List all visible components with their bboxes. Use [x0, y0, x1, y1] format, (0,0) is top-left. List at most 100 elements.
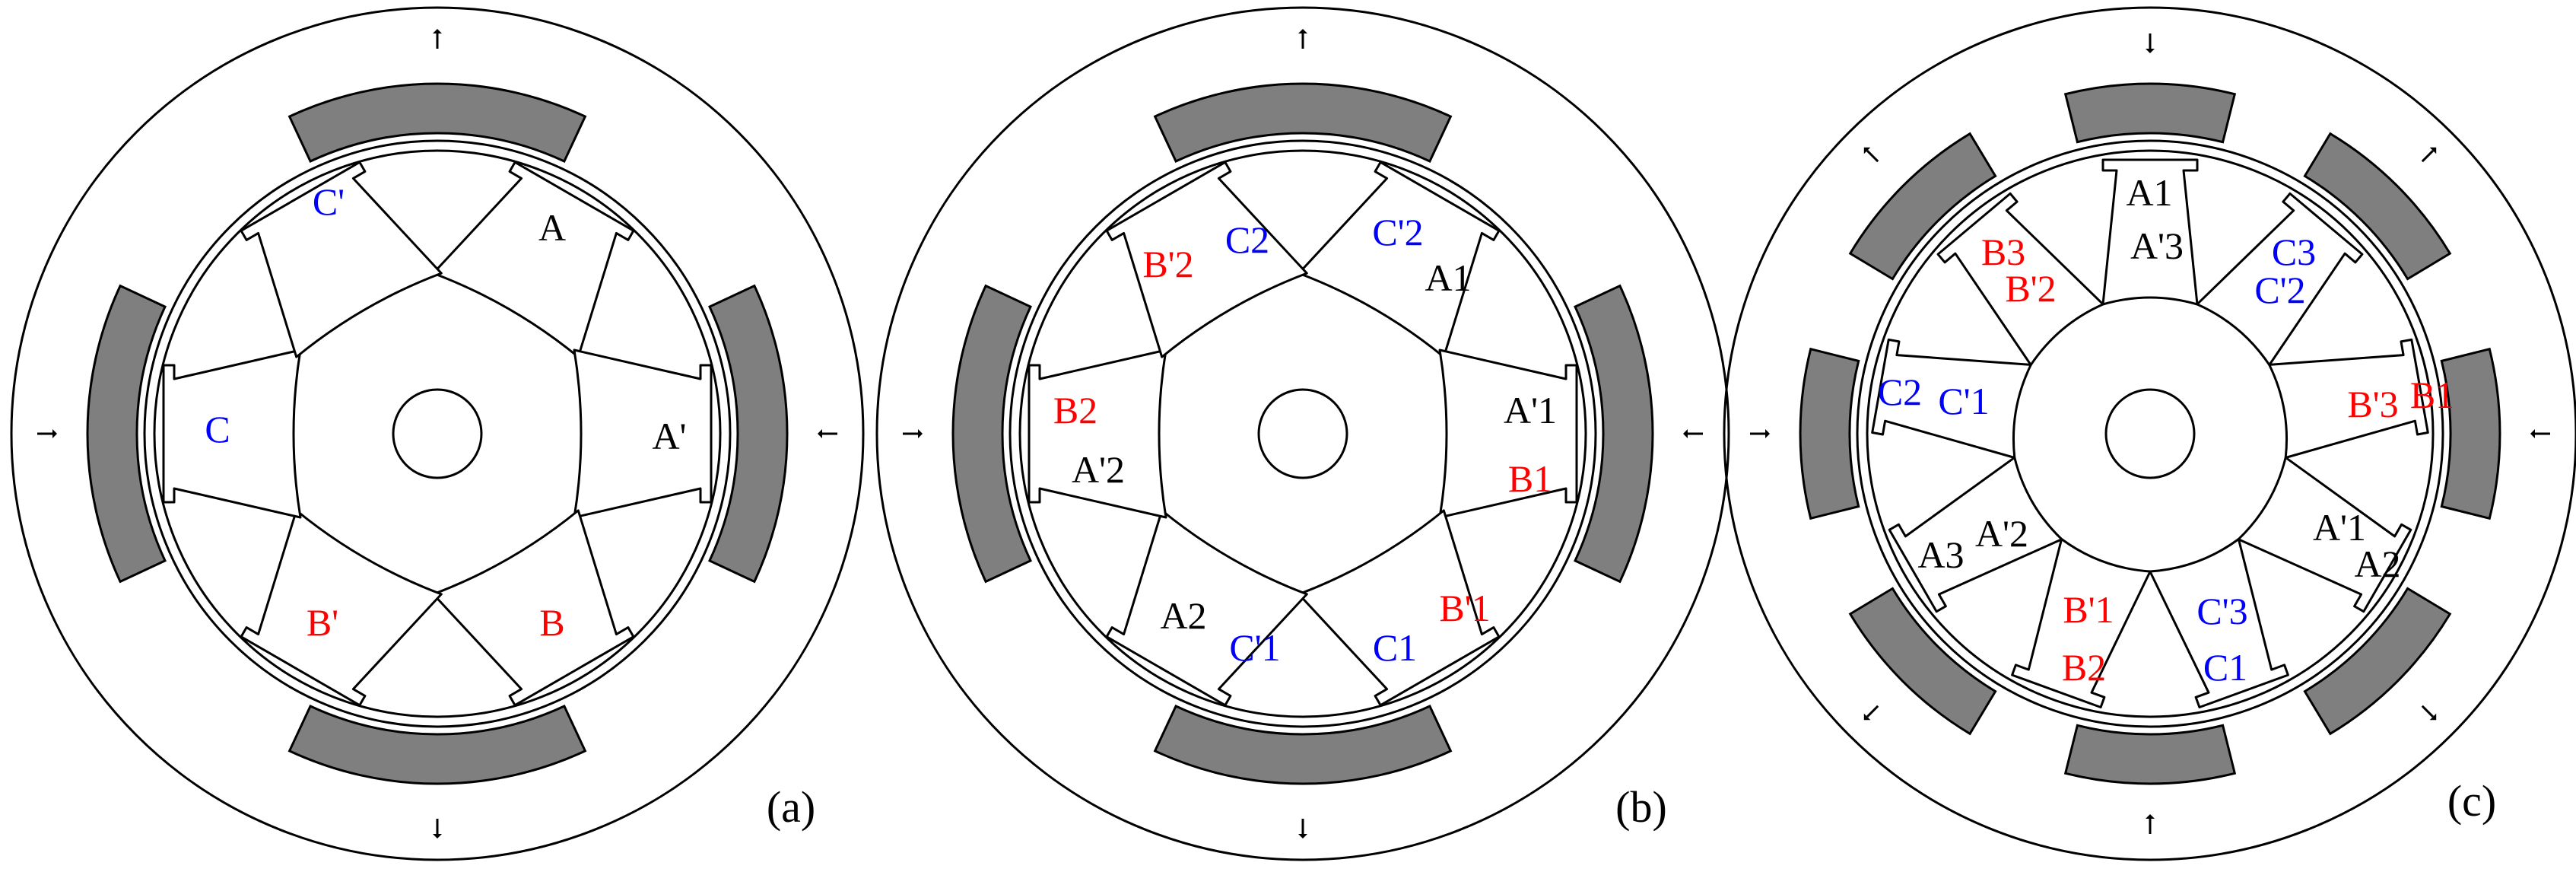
diagram-b-body: [875, 6, 1730, 861]
diagram-c-magnet-8: [1848, 132, 1997, 281]
diagram-b-label-6: C1: [1373, 626, 1417, 669]
diagram-b-label-3: A'1: [1504, 389, 1557, 431]
diagram-a-label-3: B: [539, 601, 564, 644]
diagram-b-label-8: C'1: [1229, 626, 1280, 669]
diagram-a-stator-tooth-4: [240, 509, 443, 707]
diagram-c-stator-tooth-1: [2101, 158, 2199, 306]
diagram-a-stator-tooth-3: [432, 509, 635, 707]
diagram-c-stator-tooth-7: [1888, 456, 2063, 613]
caption-b: (b): [1615, 782, 1667, 832]
diagram-c-label-2: A'3: [2130, 224, 2184, 267]
diagram-a-stator-tooth-5: [162, 348, 302, 519]
diagram-a-body: [10, 6, 865, 861]
diagram-a: A A' B B' C C' (a): [10, 6, 865, 861]
diagram-a-magnet-arrow-1: [433, 29, 442, 49]
diagram-b-airgap-outer: [1008, 139, 1597, 728]
diagram-c-label-12: B2: [2062, 646, 2106, 689]
diagram-b-magnet-4: [951, 284, 1032, 584]
diagram-c-stator-tooth-2: [2196, 192, 2364, 367]
diagram-c-label-11: B'1: [2063, 588, 2114, 631]
diagram-a-label-2: A': [652, 415, 686, 457]
diagram-c-label-9: C'3: [2196, 590, 2247, 632]
diagram-b-label-4: B1: [1508, 457, 1552, 500]
diagram-b-magnet-arrow-2: [1683, 429, 1703, 438]
diagram-c-stator-tooth-3: [2268, 338, 2429, 459]
diagram-c-magnet-arrow-5: [2146, 814, 2155, 834]
diagram-b-magnet-1: [1153, 82, 1453, 163]
diagram-a-label-6: C': [313, 180, 345, 223]
diagram-b-stator-tooth-6: [1105, 161, 1308, 358]
caption-a: (a): [767, 782, 815, 832]
diagram-c-magnet-arrow-4: [2421, 705, 2437, 721]
diagram-c-label-1: A1: [2126, 171, 2172, 214]
diagram-c-magnet-6: [1848, 587, 1997, 736]
diagram-c-outer-ring: [1723, 6, 2576, 861]
diagram-c-label-6: B1: [2410, 374, 2454, 416]
diagram-c-stator-tooth-9: [1936, 192, 2104, 367]
diagram-c-magnet-3: [2440, 347, 2501, 520]
diagram-a-label-1: A: [538, 206, 566, 249]
diagram-b-label-11: B'2: [1142, 243, 1193, 285]
diagram-c-stator-tooth-6: [2011, 538, 2152, 708]
diagram-a-magnet-1: [287, 82, 587, 163]
diagram-c-body: [1723, 6, 2576, 861]
diagram-c-label-5: B'3: [2347, 383, 2398, 425]
diagram-a-magnet-2: [708, 284, 789, 584]
diagram-b-stator-tooth-4: [1105, 509, 1308, 707]
diagram-c-magnet-arrow-7: [1750, 429, 1770, 438]
diagram-c-label-7: A'1: [2313, 506, 2366, 549]
diagram-c-magnet-4: [2303, 587, 2452, 736]
diagram-a-magnet-4: [86, 284, 167, 584]
diagram-c-magnet-arrow-2: [2421, 147, 2437, 163]
diagram-b-stator-tooth-1: [1298, 161, 1501, 358]
diagram-b: C'2 A1 A'1 B1 B'1 C1 A2 C'1 B2 A'2 B'2 C…: [875, 6, 1730, 861]
diagram-c-label-15: C2: [1878, 371, 1922, 413]
diagram-c-stator-tooth-5: [2149, 538, 2289, 708]
diagram-c-magnet-2: [2303, 132, 2452, 281]
diagram-c-label-17: B3: [1981, 231, 2025, 273]
diagram-c-shaft: [2104, 388, 2196, 479]
diagram-a-magnet-arrow-4: [37, 429, 57, 438]
diagram-c-label-3: C3: [2272, 231, 2316, 273]
diagram-b-magnet-arrow-3: [1298, 819, 1307, 839]
diagram-b-magnet-2: [1574, 284, 1654, 584]
diagram-b-label-5: B'1: [1439, 587, 1490, 629]
diagram-c-magnet-arrow-8: [1863, 147, 1879, 163]
diagram-b-label-10: A'2: [1072, 448, 1125, 491]
diagram-c-label-10: C1: [2203, 646, 2247, 689]
diagram-a-airgap-outer: [143, 139, 732, 728]
diagram-c-magnet-7: [1799, 347, 1860, 520]
diagram-c-label-4: C'2: [2254, 269, 2305, 311]
diagram-b-label-9: B2: [1053, 389, 1097, 431]
diagram-b-label-7: A2: [1160, 594, 1206, 637]
diagram-a-outer-ring: [10, 6, 865, 861]
diagram-c-magnet-5: [2063, 724, 2237, 785]
diagram-b-shaft: [1257, 388, 1348, 479]
diagram-c: A1 A'3 C3 C'2 B'3 B1 A'1 A2 C'3 C1 B'1 B…: [1723, 6, 2576, 861]
diagram-a-magnet-arrow-2: [818, 429, 837, 438]
diagram-a-label-4: B': [307, 601, 338, 644]
diagram-a-stator-tooth-6: [240, 161, 443, 358]
diagram-a-stator-tooth-2: [573, 348, 713, 519]
diagram-b-label-12: C2: [1225, 218, 1269, 261]
diagram-b-label-1: C'2: [1372, 211, 1423, 253]
diagram-a-magnet-arrow-3: [433, 819, 442, 839]
diagram-a-label-5: C: [205, 408, 230, 450]
diagram-c-stator-tooth-4: [2237, 456, 2412, 613]
diagram-a-stator-tooth-1: [432, 161, 635, 358]
diagram-b-magnet-arrow-4: [903, 429, 923, 438]
diagram-b-airgap-inner: [1018, 149, 1587, 718]
diagram-c-magnet-arrow-6: [1863, 705, 1879, 721]
diagram-c-magnet-1: [2063, 82, 2237, 144]
diagram-c-airgap-inner: [1866, 149, 2435, 718]
diagram-c-label-13: A3: [1917, 533, 1964, 576]
diagram-c-airgap-outer: [1856, 139, 2444, 728]
diagram-c-stator-tooth-8: [1871, 338, 2032, 459]
diagram-b-outer-ring: [875, 6, 1730, 861]
diagram-c-magnet-arrow-3: [2530, 429, 2550, 438]
diagram-b-label-2: A1: [1425, 256, 1471, 299]
diagram-c-magnet-arrow-1: [2146, 33, 2155, 53]
diagram-c-label-16: C'1: [1938, 380, 1989, 422]
diagram-b-stator-tooth-2: [1438, 348, 1578, 519]
